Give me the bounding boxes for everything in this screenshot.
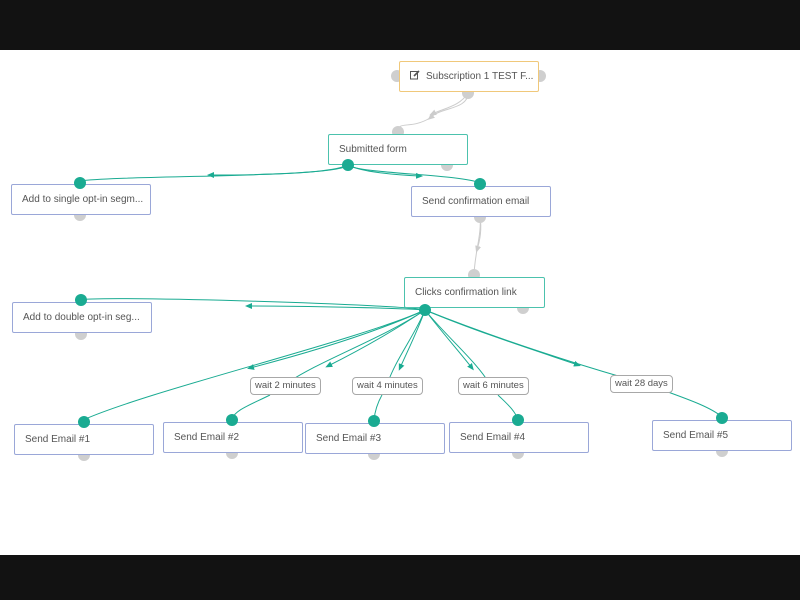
edge-subscription-submitted[interactable] [397,92,469,133]
delay-label-wait-6-minutes[interactable]: wait 6 minutes [458,377,529,395]
edge-clicks-email1[interactable] [82,309,426,421]
port-submitted-bottom-yes[interactable] [342,159,354,171]
node-label: Add to single opt-in segm... [22,194,144,205]
action-node-single-optin[interactable]: Add to single opt-in segm... [11,184,151,215]
node-label: Submitted form [339,144,407,155]
node-label: Subscription 1 TEST F... [426,71,534,82]
port-double-optin-top[interactable] [75,294,87,306]
node-label: Send confirmation email [422,196,530,207]
delay-label-wait-28-days[interactable]: wait 28 days [610,375,673,393]
action-node-double-optin[interactable]: Add to double opt-in seg... [12,302,152,333]
port-email5-top[interactable] [716,412,728,424]
action-node-send-email-5[interactable]: Send Email #5 [652,420,792,451]
action-node-send-email-3[interactable]: Send Email #3 [305,423,445,454]
edge-submitted-single-optin[interactable] [79,164,349,182]
port-email4-top[interactable] [512,414,524,426]
delay-label-wait-2-minutes[interactable]: wait 2 minutes [250,377,321,395]
edge-clicks-wait28[interactable] [424,309,626,379]
action-node-send-confirmation[interactable]: Send confirmation email [411,186,551,217]
node-label: Send Email #1 [25,434,91,445]
action-node-send-email-4[interactable]: Send Email #4 [449,422,589,453]
edge-submitted-send-confirmation[interactable] [347,164,481,184]
campaign-canvas[interactable]: Subscription 1 TEST F... Submitted form … [0,50,800,555]
edge-clicks-wait6[interactable] [424,309,491,386]
node-label: Add to double opt-in seg... [23,312,140,323]
port-single-optin-top[interactable] [74,177,86,189]
decision-node-clicks-confirmation[interactable]: Clicks confirmation link [404,277,545,308]
action-node-send-email-2[interactable]: Send Email #2 [163,422,303,453]
edge-wait2-email2[interactable] [231,394,271,420]
delay-label-wait-4-minutes[interactable]: wait 4 minutes [352,377,423,395]
edge-send-confirmation-clicks[interactable] [473,215,481,278]
trigger-node-subscription[interactable]: Subscription 1 TEST F... [399,61,539,92]
port-email1-top[interactable] [78,416,90,428]
port-clicks-bottom-yes[interactable] [419,304,431,316]
edge-clicks-wait2[interactable] [283,309,426,386]
port-send-confirmation-top[interactable] [474,178,486,190]
node-label: Clicks confirmation link [415,287,517,298]
edge-wait28-email5[interactable] [667,391,723,418]
node-label: Send Email #5 [663,430,729,441]
edit-icon [410,63,420,80]
port-email2-top[interactable] [226,414,238,426]
action-node-send-email-1[interactable]: Send Email #1 [14,424,154,455]
port-email3-top[interactable] [368,415,380,427]
node-label: Send Email #3 [316,433,382,444]
node-label: Send Email #2 [174,432,240,443]
node-label: Send Email #4 [460,432,526,443]
